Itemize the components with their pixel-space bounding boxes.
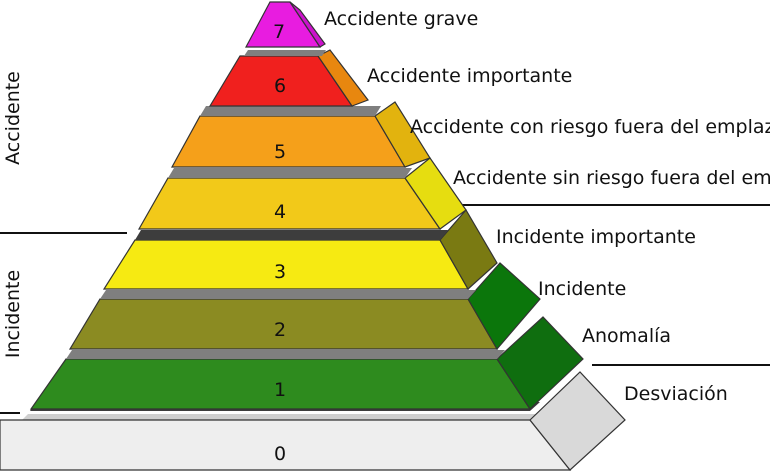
level-1-side: [496, 316, 584, 410]
level-5-gap: [168, 168, 412, 178]
level-2-number: 2: [274, 319, 286, 341]
level-7-side: [289, 1, 326, 48]
pyramid-level-7: 7 Accidente importante: [244, 1, 572, 87]
pyramid-level-3: 3 Incidente: [100, 208, 626, 300]
pyramid-level-5: 5 Accidente sin riesgo fuera del emplaza…: [168, 101, 770, 189]
level-2-gap: [66, 350, 505, 359]
level-0-gap: [22, 414, 536, 420]
level-top-label: Accidente grave: [324, 8, 478, 30]
level-7-label: Accidente importante: [367, 65, 572, 87]
level-7-gap: [244, 50, 326, 56]
level-4-side: [404, 157, 467, 230]
level-2-side: [467, 262, 541, 351]
level-3-gap: [100, 290, 476, 299]
level-5-front: [170, 115, 407, 168]
pyramid-level-6: 6 Accidente con riesgo fuera del emplaza…: [200, 49, 770, 138]
level-6-label: Accidente con riesgo fuera del emplazami…: [410, 116, 770, 138]
level-4-gap: [135, 230, 448, 240]
level-5-number: 5: [274, 141, 286, 163]
pyramid-level-1: 1 Desviación: [29, 316, 728, 411]
level-3-side: [439, 208, 498, 290]
level-6-side: [317, 49, 369, 107]
level-6-gap: [200, 106, 381, 116]
level-0-number: 0: [274, 443, 286, 465]
level-4-label: Incidente importante: [496, 226, 696, 248]
level-3-label: Incidente: [538, 278, 626, 300]
level-0-side: [529, 371, 626, 471]
pyramid-level-0: 0: [0, 371, 626, 471]
level-5-label: Accidente sin riesgo fuera del emplazami…: [453, 167, 770, 189]
level-2-label: Anomalía: [582, 325, 671, 347]
level-5-side: [374, 101, 431, 168]
group-label-incident: Incidente: [2, 270, 24, 358]
pyramid-level-2: 2 Anomalía: [66, 262, 671, 359]
level-6-number: 6: [274, 75, 286, 97]
level-4-number: 4: [274, 201, 286, 223]
level-1-label: Desviación: [624, 383, 728, 405]
level-7-number: 7: [273, 21, 285, 43]
level-1-number: 1: [274, 379, 286, 401]
level-4-front: [137, 177, 442, 230]
level-3-number: 3: [274, 261, 286, 283]
group-label-accident: Accidente: [2, 71, 24, 165]
